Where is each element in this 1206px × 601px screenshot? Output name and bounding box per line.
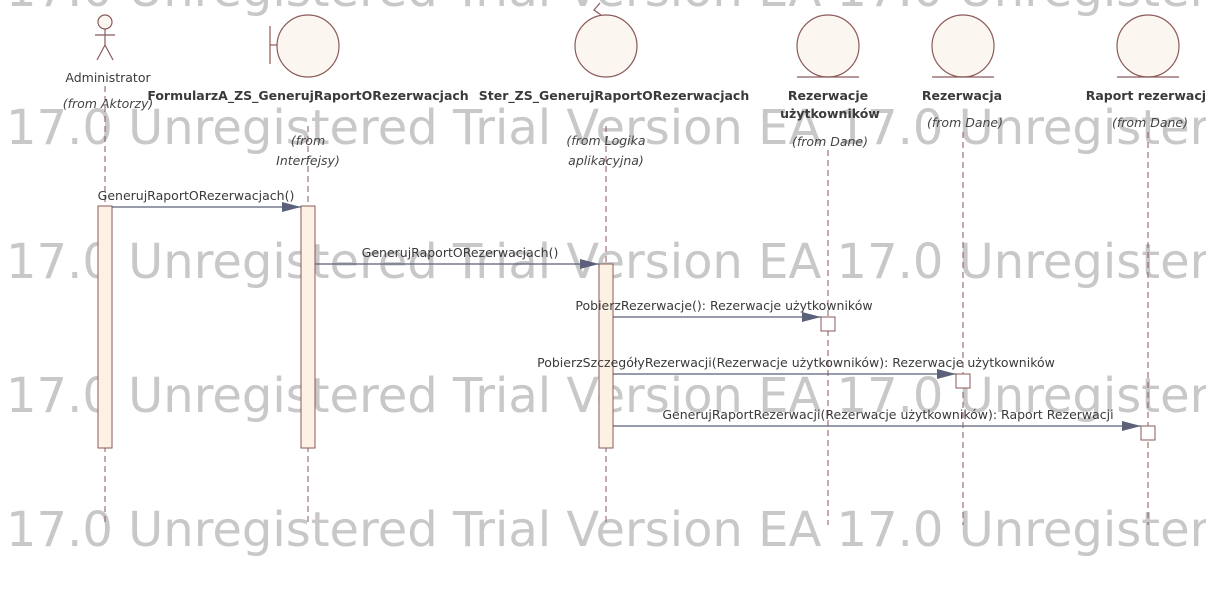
activation-raport-rezerwacji bbox=[1140, 425, 1156, 441]
lifeline-formularz-name: FormularzA_ZS_GenerujRaportORezerwacjach bbox=[147, 88, 468, 104]
lifeline-raport-rezerwacji-from: (from Dane) bbox=[1112, 115, 1188, 130]
entity-icon-rezerwacje-uzytkownikow bbox=[796, 14, 860, 78]
activation-formularz bbox=[300, 205, 316, 449]
boundary-icon bbox=[269, 14, 340, 78]
activations bbox=[97, 205, 1156, 449]
activation-rezerwacje-uzytkownikow bbox=[820, 316, 836, 332]
messages bbox=[112, 202, 1141, 431]
lifeline-rezerwacja-from: (from Dane) bbox=[927, 115, 1003, 130]
lifeline-sterownik-name: Ster_ZS_GenerujRaportORezerwacjach bbox=[479, 88, 749, 104]
actor-icon bbox=[95, 14, 115, 61]
message-2 bbox=[315, 259, 599, 269]
watermark-line-1: 17.0 Unregistered Trial Version EA 17.0 … bbox=[6, 0, 1206, 18]
message-2-label: GenerujRaportORezerwacjach() bbox=[362, 245, 559, 260]
entity-icon-raport-rezerwacji bbox=[1116, 14, 1180, 78]
activation-sterownik bbox=[598, 263, 614, 449]
lifeline-administrator-name: Administrator bbox=[65, 70, 151, 85]
entity-icon-rezerwacja bbox=[931, 14, 995, 78]
message-3-label: PobierzRezerwacje(): Rezerwacje użytkown… bbox=[575, 298, 872, 313]
message-4 bbox=[613, 369, 956, 379]
message-1-label: GenerujRaportORezerwacjach() bbox=[98, 188, 295, 203]
lifeline-formularz-from-1: (from bbox=[291, 133, 325, 148]
lifeline-lines bbox=[104, 86, 1149, 525]
lifeline-rezerwacje-uzytkownikow-name-2: użytkowników bbox=[780, 106, 880, 121]
lifeline-formularz-from-2: Interfejsy) bbox=[276, 153, 340, 168]
lifeline-administrator-from: (from Aktorzy) bbox=[63, 96, 154, 111]
lifeline-sterownik-from-1: (from Logika bbox=[566, 133, 645, 148]
activation-administrator bbox=[97, 205, 113, 449]
lifeline-rezerwacja-name: Rezerwacja bbox=[922, 88, 1002, 103]
message-3 bbox=[613, 312, 821, 322]
activation-rezerwacja bbox=[955, 373, 971, 389]
lifeline-sterownik-from-2: aplikacyjna) bbox=[568, 153, 644, 168]
lifeline-rezerwacje-uzytkownikow-from: (from Dane) bbox=[792, 134, 868, 149]
lifeline-rezerwacje-uzytkownikow-name-1: Rezerwacje bbox=[788, 88, 868, 103]
message-5-label: GenerujRaportRezerwacji(Rezerwacje użytk… bbox=[662, 407, 1113, 422]
message-4-label: PobierzSzczegółyRezerwacji(Rezerwacje uż… bbox=[537, 355, 1055, 370]
lifeline-labels: Administrator (from Aktorzy) FormularzA_… bbox=[63, 70, 1206, 168]
message-labels: GenerujRaportORezerwacjach() GenerujRapo… bbox=[98, 188, 1114, 422]
control-icon bbox=[574, 2, 638, 78]
message-5 bbox=[613, 421, 1141, 431]
watermark: 17.0 Unregistered Trial Version EA 17.0 … bbox=[6, 0, 1206, 558]
lifeline-raport-rezerwacji-name: Raport rezerwacji bbox=[1086, 88, 1206, 103]
message-1 bbox=[112, 202, 301, 212]
